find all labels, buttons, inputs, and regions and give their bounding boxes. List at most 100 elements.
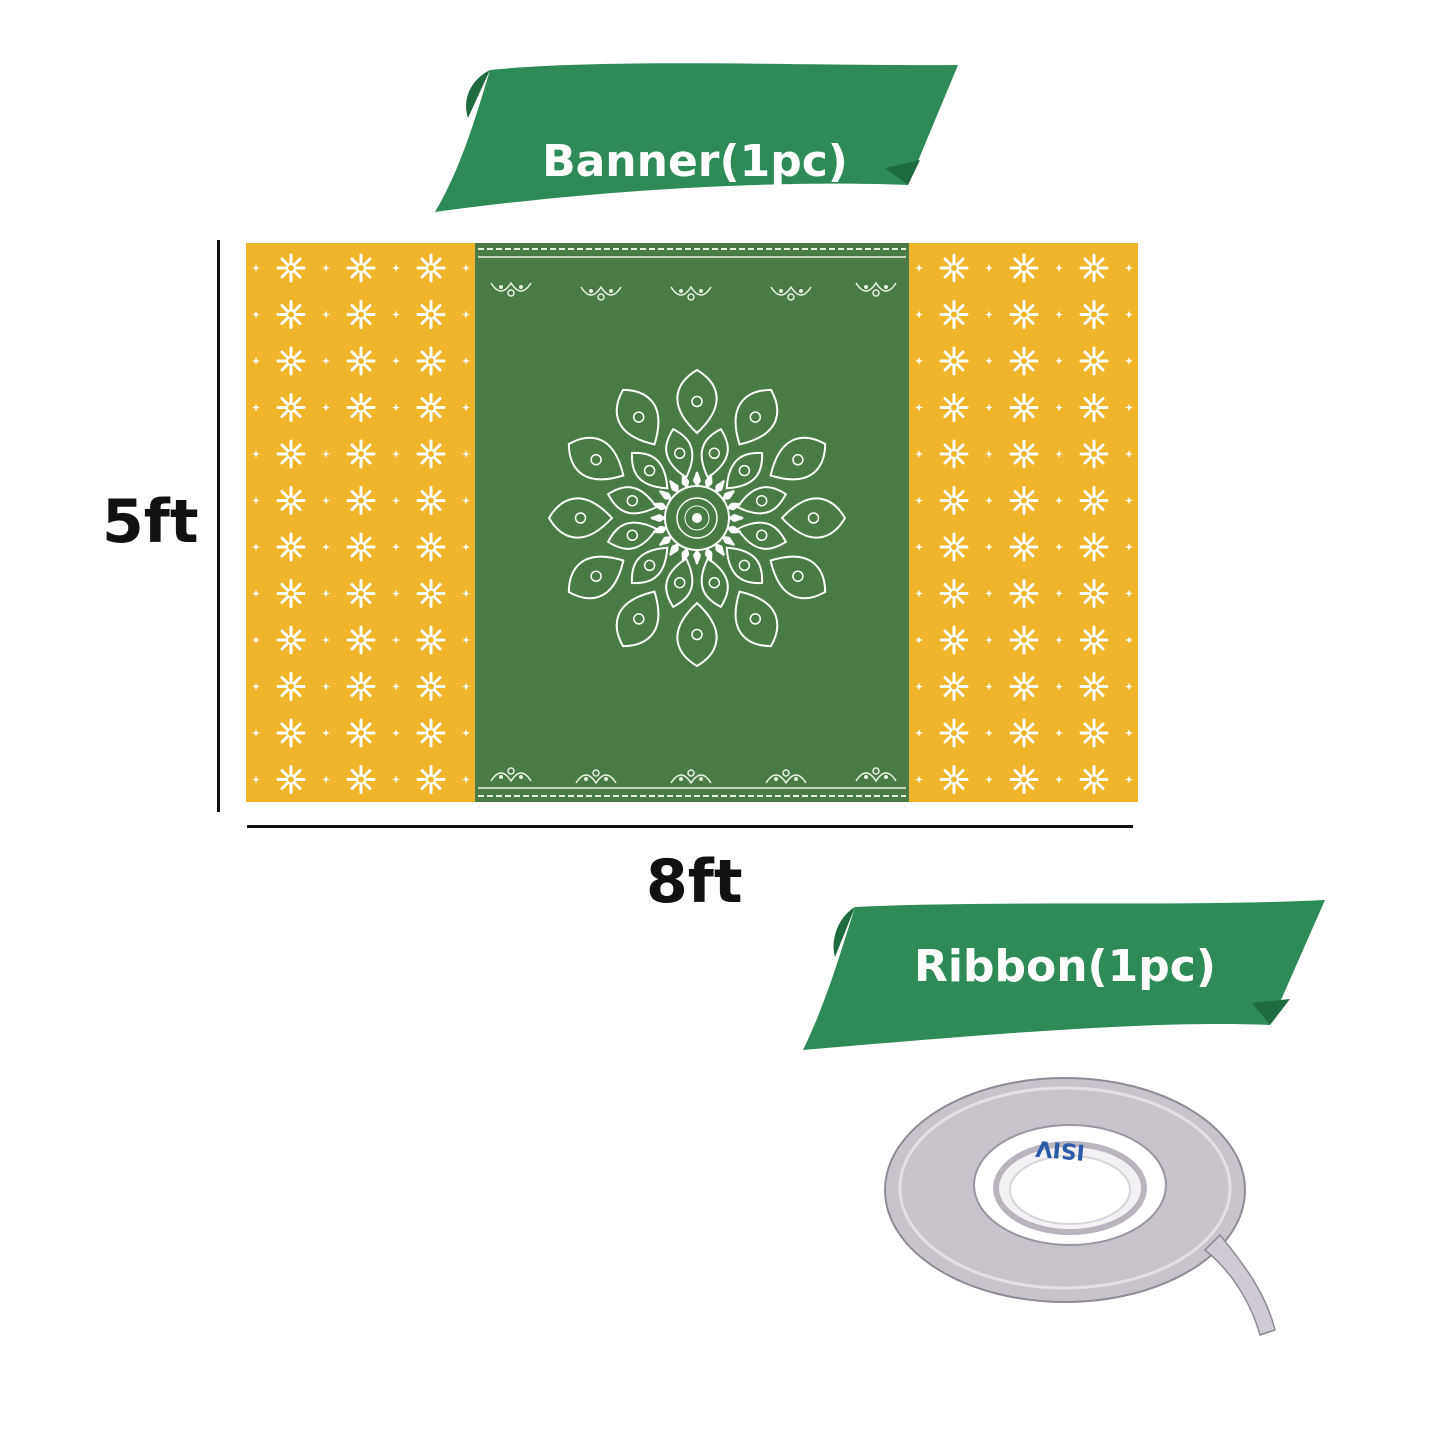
flower-icon: [1079, 718, 1109, 748]
mandala-petal: [728, 514, 744, 522]
flower-icon: [346, 672, 376, 701]
height-dimension-line: [217, 240, 220, 812]
flower-icon: [1079, 672, 1109, 701]
mandala-petal: [700, 427, 729, 479]
flower-icon: [416, 346, 446, 376]
mandala-dot: [643, 464, 656, 477]
ribbon-loose-end: [1203, 1233, 1276, 1336]
mandala-dot: [755, 529, 768, 542]
mandala-petal: [725, 451, 764, 490]
flower-icon: [939, 579, 969, 608]
flower-icon: [1009, 532, 1039, 562]
mandala-petal: [606, 521, 658, 550]
mandala-dot: [643, 559, 656, 572]
flower-icon: [939, 439, 969, 469]
banner-quantity-label: Banner(1pc): [542, 136, 848, 187]
height-dimension-label: 5ft: [102, 487, 199, 557]
banner-heading-ribbon: Banner(1pc): [430, 60, 960, 215]
flower-icon: [939, 253, 969, 283]
flower-icon: [939, 532, 969, 562]
mandala-petal: [547, 497, 614, 539]
mandala-dot: [738, 464, 751, 477]
flower-icon: [276, 439, 306, 469]
mandala-petal: [676, 368, 718, 435]
mandala-dot: [749, 613, 762, 625]
flower-icon: [1009, 439, 1039, 469]
mandala-petal: [669, 480, 679, 493]
flower-icon: [276, 672, 306, 701]
flower-icon: [1009, 253, 1039, 283]
mandala-petal: [606, 486, 658, 515]
mandala-dot: [626, 494, 639, 507]
flower-icon: [1009, 625, 1039, 655]
mandala-petal: [704, 473, 713, 489]
mandala-icon: [547, 368, 847, 668]
mandala-dot: [590, 570, 602, 582]
flower-icon: [1009, 765, 1039, 794]
flower-icon: [346, 486, 376, 515]
mandala-petal: [615, 590, 660, 648]
mandala-petal: [652, 502, 668, 511]
mandala-dot: [708, 447, 721, 460]
flower-icon: [1009, 393, 1039, 422]
mandala-petal: [630, 546, 669, 585]
mandala-petal: [722, 490, 735, 500]
mandala-dot: [574, 512, 587, 524]
flower-icon: [346, 346, 376, 376]
mandala-petal: [659, 490, 672, 500]
ribbon-icon: [435, 63, 958, 213]
mandala-petal: [700, 557, 729, 609]
flower-icon: [939, 765, 969, 794]
ribbon-quantity-label: Ribbon(1pc): [914, 941, 1216, 992]
flower-icon: [416, 439, 446, 469]
mandala-petal: [567, 436, 625, 481]
flower-icon: [346, 579, 376, 608]
mandala-petal: [615, 388, 660, 446]
mandala-petal: [736, 521, 788, 550]
flower-icon: [346, 393, 376, 422]
flower-icon: [276, 393, 306, 422]
flower-icon: [276, 532, 306, 562]
mandala-dot: [633, 613, 645, 625]
mandala-petal: [769, 436, 827, 481]
flower-icon: [276, 300, 306, 329]
mandala-dot: [626, 529, 639, 542]
flower-icon: [416, 393, 446, 422]
flower-icon: [346, 718, 376, 748]
mandala-petal: [650, 514, 666, 522]
flower-icon: [276, 486, 306, 515]
mandala-petal: [681, 473, 690, 489]
mandala-petal: [693, 471, 701, 487]
ribbon-heading-ribbon: Ribbon(1pc): [800, 895, 1330, 1055]
flower-icon: [276, 765, 306, 794]
banner-illustration: [246, 243, 1138, 802]
flower-icon: [1079, 625, 1109, 655]
width-dimension-line: [247, 825, 1133, 828]
mandala-dot: [691, 395, 703, 408]
mandala-petal: [681, 547, 690, 563]
mandala-petal: [780, 497, 847, 539]
flower-icon: [1079, 486, 1109, 515]
flower-icon: [346, 625, 376, 655]
flower-icon: [939, 486, 969, 515]
mandala-dot: [749, 411, 762, 423]
banner-center-panel: [475, 243, 909, 802]
flower-icon: [939, 393, 969, 422]
flower-icon: [416, 253, 446, 283]
mandala-petal: [567, 555, 625, 600]
flower-icon: [1079, 579, 1109, 608]
mandala-dot: [691, 628, 703, 641]
mandala-petal: [693, 549, 701, 565]
flower-icon: [1079, 532, 1109, 562]
mandala-petal: [669, 543, 679, 556]
flower-icon: [346, 765, 376, 794]
mandala-dot: [590, 453, 602, 466]
width-dimension-label: 8ft: [646, 847, 743, 917]
mandala-petal: [769, 555, 827, 600]
flower-icon: [416, 532, 446, 562]
flower-icon: [416, 486, 446, 515]
mandala-petal: [665, 557, 694, 609]
flower-icon: [276, 625, 306, 655]
banner-left-panel: [246, 243, 475, 802]
mandala-petal: [715, 480, 725, 493]
